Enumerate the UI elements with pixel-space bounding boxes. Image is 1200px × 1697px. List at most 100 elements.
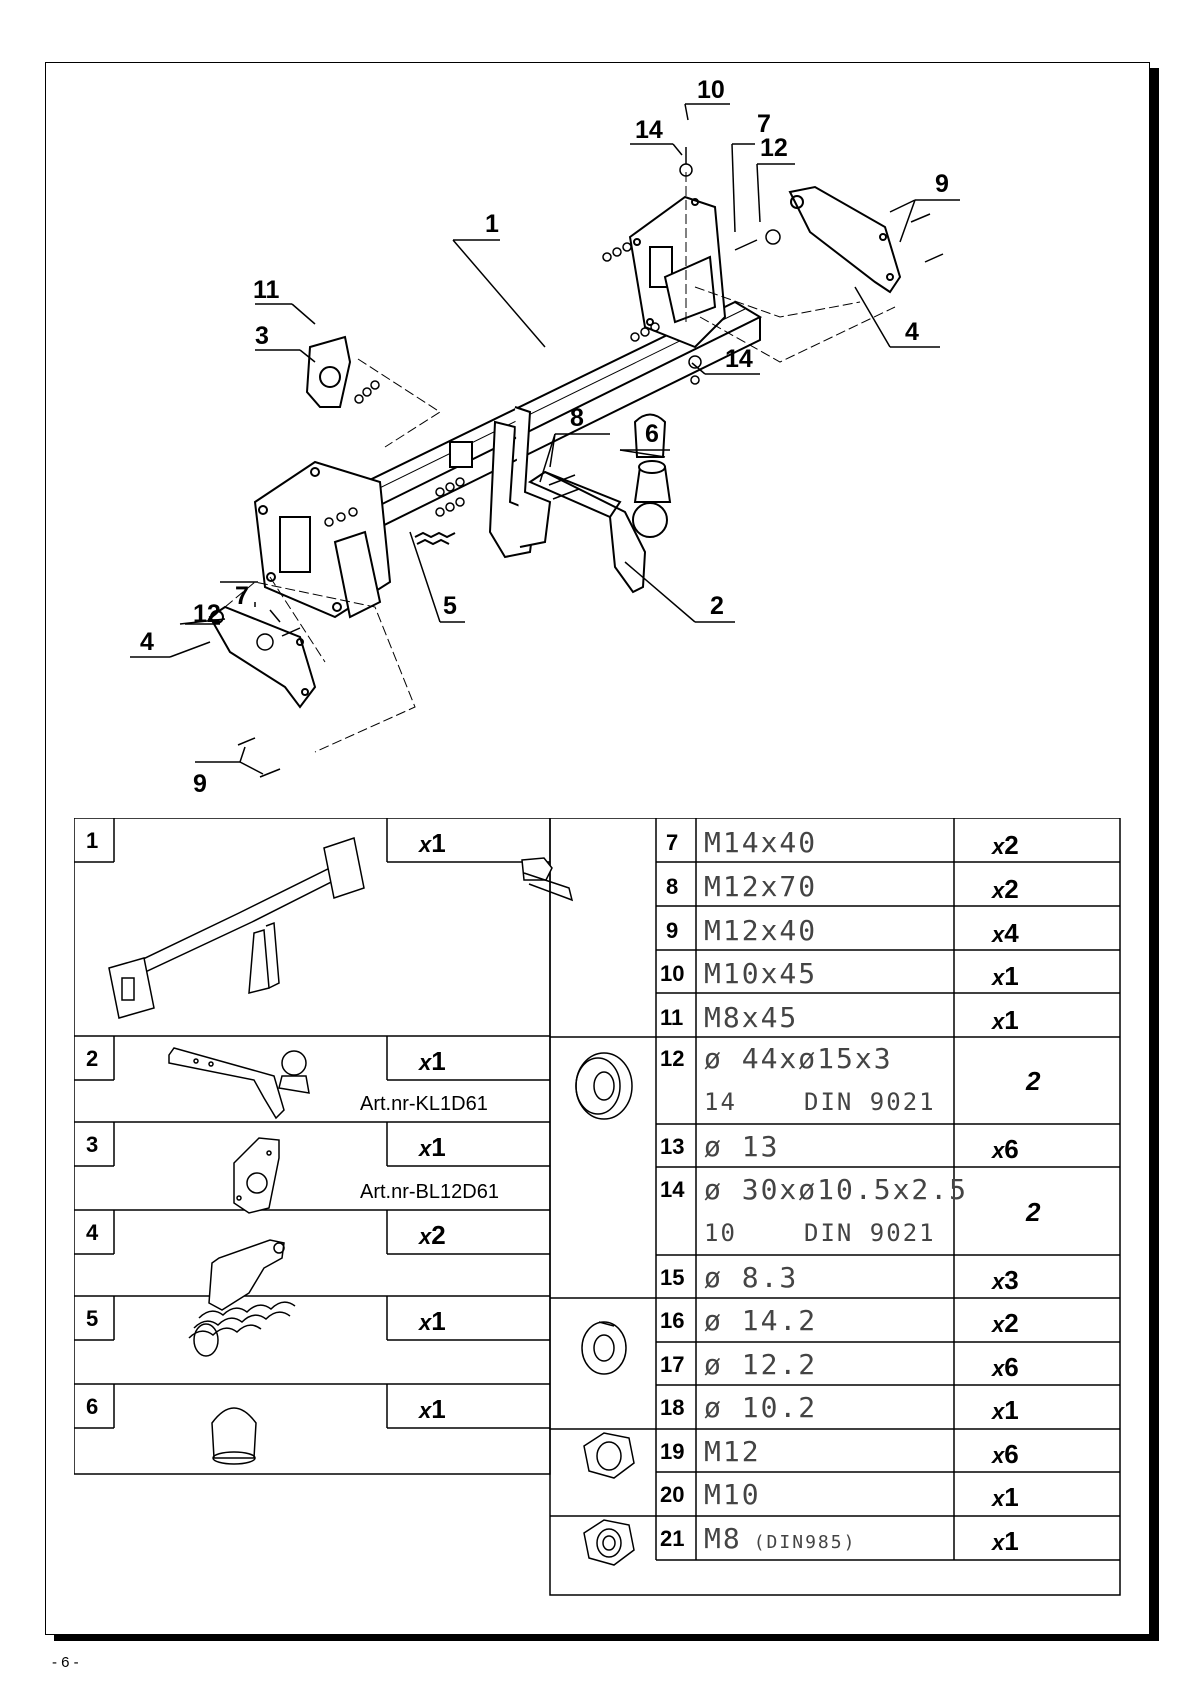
row-19-spec: M12 [704,1435,761,1468]
part-3-drawing [233,1137,280,1214]
row-16-number: 16 [660,1308,684,1333]
row-14-spec-line2-b: DIN 9021 [804,1219,936,1247]
row-12-spec: ø 44xø15x3 [704,1042,893,1075]
page-number: - 6 - [52,1654,79,1671]
row-6-number: 6 [86,1394,98,1419]
row-15-number: 15 [660,1265,684,1290]
washer-icon [575,1052,633,1120]
hex-nut-icon [583,1432,635,1479]
row-20-spec: M10 [704,1478,761,1511]
row-19-number: 19 [660,1439,684,1464]
row-2-article-number: Art.nr-KL1D61 [360,1093,488,1115]
row-2-qty: x1 [418,1046,446,1076]
center-hitch-bracket [449,406,552,559]
row-12-spec-line2-a: 14 [704,1088,737,1116]
callout-9-top: 9 [935,170,949,198]
callout-10: 10 [697,76,725,104]
row-9-number: 9 [666,918,678,943]
row-13-spec: ø 13 [704,1130,779,1163]
side-bracket-right [788,185,902,294]
callout-14-top: 14 [635,116,663,144]
callout-7-top: 7 [757,110,771,138]
hardware-small-parts [237,147,944,778]
row-18-qty: x1 [991,1395,1019,1425]
row-5-qty: x1 [418,1306,446,1336]
row-5-number: 5 [86,1306,98,1331]
row-3-qty: x1 [418,1132,446,1162]
part-5-drawing [188,1301,296,1357]
row-3-article-number: Art.nr-BL12D61 [360,1181,499,1203]
callout-leaders [130,103,960,775]
callout-6: 6 [645,420,659,448]
callout-1: 1 [485,210,499,238]
callout-4-top: 4 [905,318,919,346]
row-21-number: 21 [660,1526,684,1551]
row-20-number: 20 [660,1482,684,1507]
row-18-number: 18 [660,1395,684,1420]
row-12-number: 12 [660,1046,684,1071]
row-8-number: 8 [666,874,678,899]
exploded-assembly-diagram: 1 10 14 7 12 9 4 14 11 3 8 6 5 2 7 12 4 … [130,76,960,798]
callout-2: 2 [710,592,724,620]
row-14-spec-line2-a: 10 [704,1219,737,1247]
row-8-qty: x2 [991,874,1019,904]
row-4-qty: x2 [418,1220,446,1250]
row-7-qty: x2 [991,830,1019,860]
row-10-number: 10 [660,961,684,986]
part-2-drawing [168,1047,310,1120]
row-11-number: 11 [660,1005,683,1030]
row-9-spec: M12x40 [704,914,817,947]
row-14-number: 14 [660,1177,685,1202]
row-12-spec-line2-b: DIN 9021 [804,1088,936,1116]
row-3-number: 3 [86,1132,98,1157]
row-14-spec: ø 30xø10.5x2.5 [704,1173,968,1206]
row-19-qty: x6 [991,1439,1019,1469]
left-mounting-plate [253,460,392,619]
part-1-drawing [108,837,365,1019]
part-4-drawing [208,1239,285,1311]
callout-3: 3 [255,322,269,350]
row-18-spec: ø 10.2 [704,1391,817,1424]
row-13-number: 13 [660,1134,684,1159]
row-2-number: 2 [86,1046,98,1071]
ball-cap [633,413,667,458]
callout-9-left: 9 [193,770,207,798]
row-1-qty: x1 [418,828,446,858]
row-12-qty: 2 [1025,1066,1041,1096]
row-21-spec: M8(DIN985) [704,1522,856,1555]
row-7-number: 7 [666,830,678,855]
row-4-number: 4 [86,1220,99,1245]
callout-12-top: 12 [760,134,788,162]
callout-11: 11 [253,276,280,304]
part-6-drawing [211,1407,257,1465]
callout-7-left: 7 [235,582,249,610]
row-8-spec: M12x70 [704,870,817,903]
parts-list-table: 1 x1 2 x1 Art.nr-KL1D61 3 x1 Art.nr-BL12… [74,818,1121,1596]
row-13-qty: x6 [991,1134,1019,1164]
dashed-assembly-lines [224,172,896,753]
bolt-icon [521,857,574,902]
row-9-qty: x4 [991,918,1019,948]
row-14-qty: 2 [1025,1197,1041,1227]
row-15-spec: ø 8.3 [704,1261,798,1294]
callout-5: 5 [443,592,457,620]
diagram-callout-labels: 1 10 14 7 12 9 4 14 11 3 8 6 5 2 7 12 4 … [140,76,949,798]
row-17-number: 17 [660,1352,684,1377]
callout-12-left: 12 [193,600,221,628]
row-20-qty: x1 [991,1482,1019,1512]
row-6-qty: x1 [418,1394,446,1424]
right-table-text: 7 M14x40 x2 8 M12x70 x2 9 M12x40 x4 10 M… [660,826,1041,1556]
spring [414,531,456,546]
callout-8: 8 [570,404,584,432]
row-10-spec: M10x45 [704,957,817,990]
left-table-text: 1 x1 2 x1 Art.nr-KL1D61 3 x1 Art.nr-BL12… [86,828,499,1424]
row-7-spec: M14x40 [704,826,817,859]
row-10-qty: x1 [991,961,1019,991]
right-table-row-lines [550,861,1120,1517]
callout-14-mid: 14 [725,345,753,373]
tow-ball-arm [527,460,672,594]
side-bracket-left [208,605,317,709]
row-16-qty: x2 [991,1308,1019,1338]
row-11-spec: M8x45 [704,1001,798,1034]
row-16-spec: ø 14.2 [704,1304,817,1337]
